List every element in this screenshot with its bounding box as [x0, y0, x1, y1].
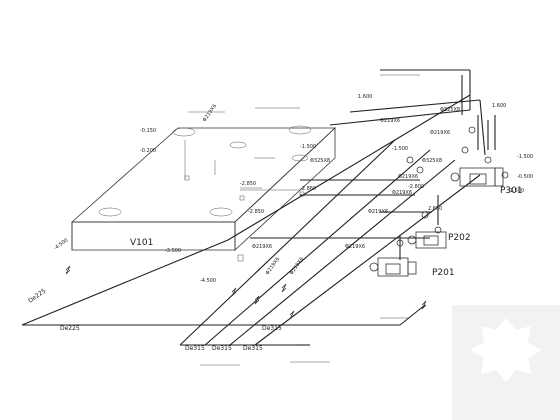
inset-panel — [452, 305, 560, 420]
label-pipe-325-c: Φ325X8 — [422, 158, 442, 164]
label-elev-7: -4.500 — [53, 237, 70, 251]
label-pipe-219-c: Φ219X6 — [398, 174, 418, 180]
label-elev-10: -0.150 — [140, 128, 156, 134]
label-p201: P201 — [432, 268, 455, 278]
label-dn225-a: De225 — [27, 287, 47, 304]
label-pipe-219-b: Φ219X6 — [430, 130, 450, 136]
label-pipe-325-b: Φ325X8 — [310, 158, 330, 164]
label-elev-13: -2.800 — [408, 184, 424, 190]
label-elev-4: -2.850 — [240, 181, 256, 187]
label-pipe-219-a: Φ219X6 — [380, 118, 400, 124]
label-p202: P202 — [448, 233, 471, 243]
label-elev-9: -0.200 — [140, 148, 156, 154]
label-p301: P301 — [500, 186, 523, 196]
label-elev-1: -1.500 — [300, 144, 316, 150]
pipe-runs — [21, 69, 496, 346]
pump-p202 — [407, 231, 447, 249]
label-dn315-c: De315 — [212, 345, 232, 352]
label-elev-5: -2.850 — [248, 209, 264, 215]
label-pipe-219-f: Φ219X6 — [345, 244, 365, 250]
label-elev-16: -0.500 — [517, 174, 533, 180]
label-elev-15: -1.500 — [517, 154, 533, 160]
leader-notes — [188, 74, 420, 366]
label-dn315-b: De315 — [185, 345, 205, 352]
label-pipe-219-g: Φ219X6 — [202, 103, 218, 123]
tank-v101 — [70, 125, 337, 262]
label-pipe-219-j: Φ219X6 — [289, 256, 305, 276]
label-elev-14: 2.650 — [428, 206, 442, 212]
label-elev-6: -3.500 — [165, 248, 181, 254]
inset-star-shape — [470, 318, 542, 382]
diagram-labels: V101 P301 P202 P201 De225 De225 De315 De… — [27, 94, 533, 352]
label-pipe-325-a: Φ325X8 — [440, 107, 460, 113]
label-pipe-219-i: Φ219X6 — [265, 256, 281, 276]
label-elev-17: -1.500 — [508, 188, 524, 194]
label-pipe-219-d: Φ219X6 — [392, 190, 412, 196]
label-elev-2: -1.500 — [392, 146, 408, 152]
label-elev-3: -2.860 — [300, 186, 316, 192]
label-pipe-219-h: Φ219X6 — [252, 244, 272, 250]
label-dn315-d: De315 — [243, 345, 263, 352]
label-pipe-219-e: Φ219X6 — [368, 209, 388, 215]
break-symbols — [65, 265, 427, 320]
label-elev-11: 1.600 — [358, 94, 372, 100]
valves — [396, 126, 509, 247]
label-elev-8: -4.500 — [200, 278, 216, 284]
pump-p201 — [369, 257, 417, 277]
label-dn315-a: De315 — [262, 325, 282, 332]
label-tank: V101 — [130, 238, 153, 248]
label-elev-12: 1.600 — [492, 103, 506, 109]
label-dn225-b: De225 — [60, 325, 80, 332]
